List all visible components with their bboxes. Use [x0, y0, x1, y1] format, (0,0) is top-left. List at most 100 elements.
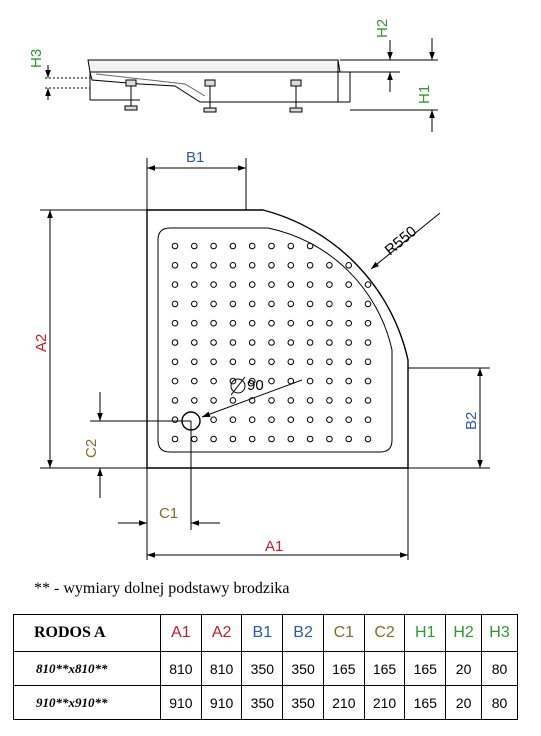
anti-slip-dot — [229, 262, 237, 269]
label-a2: A2 — [33, 334, 50, 352]
anti-slip-dot — [306, 242, 314, 250]
anti-slip-dot — [210, 377, 217, 385]
anti-slip-dot — [210, 416, 217, 424]
anti-slip-dot — [268, 339, 275, 346]
anti-slip-dot — [210, 242, 217, 250]
anti-slip-dot — [364, 416, 372, 424]
table-cell: 80 — [481, 685, 518, 720]
anti-slip-dot — [326, 281, 333, 288]
anti-slip-dot — [191, 262, 198, 269]
table-cell: 810 — [200, 651, 243, 686]
anti-slip-dot — [364, 319, 372, 327]
anti-slip-dot — [171, 262, 179, 269]
anti-slip-dot — [268, 397, 275, 404]
adjustable-feet — [124, 79, 303, 113]
table-row: 910**x910** 910 910 350 350 210 210 165 … — [13, 685, 518, 720]
anti-slip-dot — [248, 319, 256, 327]
label-c1: C1 — [159, 505, 178, 522]
anti-slip-dot — [306, 319, 314, 327]
anti-slip-dot — [210, 397, 217, 404]
anti-slip-dot — [171, 300, 179, 308]
anti-slip-dot — [287, 319, 295, 327]
anti-slip-dot — [171, 281, 179, 288]
anti-slip-dot — [268, 319, 275, 327]
anti-slip-dot — [364, 377, 372, 385]
anti-slip-dot — [364, 300, 372, 308]
anti-slip-dot — [229, 242, 237, 250]
anti-slip-dot — [287, 358, 295, 366]
anti-slip-dot — [287, 262, 295, 269]
anti-slip-dot — [248, 435, 256, 443]
anti-slip-dot — [268, 435, 275, 443]
table-cell: 910 — [200, 685, 243, 720]
row-size: 810**x810** — [13, 651, 161, 686]
header-cell: H3 — [481, 614, 518, 652]
anti-slip-dot — [191, 339, 198, 346]
anti-slip-dot — [210, 281, 217, 288]
anti-slip-dot — [345, 435, 353, 443]
anti-slip-dot — [191, 242, 198, 250]
dimension-b2 — [408, 367, 490, 469]
anti-slip-dot — [345, 358, 353, 366]
anti-slip-dots — [171, 242, 372, 443]
anti-slip-dot — [191, 377, 198, 385]
table-cell: 210 — [363, 685, 406, 720]
anti-slip-dot — [306, 262, 314, 269]
anti-slip-dot — [210, 339, 217, 346]
anti-slip-dot — [171, 339, 179, 346]
anti-slip-dot — [171, 377, 179, 385]
footnote: ** - wymiary dolnej podstawy brodzika — [34, 580, 290, 597]
anti-slip-dot — [268, 262, 275, 269]
anti-slip-dot — [287, 300, 295, 308]
header-cell: A1 — [160, 614, 202, 652]
anti-slip-dot — [268, 377, 275, 385]
anti-slip-dot — [326, 435, 333, 443]
anti-slip-dot — [248, 300, 256, 308]
anti-slip-dot — [364, 339, 372, 346]
table-cell: 165 — [322, 651, 365, 686]
header-cell: B1 — [241, 614, 284, 652]
label-h2: H2 — [374, 19, 391, 38]
anti-slip-dot — [191, 435, 198, 443]
anti-slip-dot — [326, 377, 333, 385]
table-cell: 20 — [445, 685, 483, 720]
anti-slip-dot — [248, 397, 256, 404]
table-row: 810**x810** 810 810 350 350 165 165 165 … — [13, 651, 518, 686]
anti-slip-dot — [210, 262, 217, 269]
anti-slip-dot — [345, 377, 353, 385]
anti-slip-dot — [326, 262, 333, 269]
dimension-h1 — [350, 38, 438, 132]
dimension-h3 — [45, 65, 90, 100]
anti-slip-dot — [287, 339, 295, 346]
model-name: RODOS A — [13, 614, 161, 652]
dimension-c1 — [118, 421, 220, 560]
anti-slip-dot — [268, 281, 275, 288]
anti-slip-dot — [287, 242, 295, 250]
anti-slip-dot — [248, 377, 256, 385]
anti-slip-dot — [326, 358, 333, 366]
table-cell: 910 — [160, 685, 202, 720]
anti-slip-dot — [210, 435, 217, 443]
label-h3: H3 — [28, 49, 45, 68]
label-r550: R550 — [382, 223, 420, 259]
anti-slip-dot — [287, 397, 295, 404]
anti-slip-dot — [364, 397, 372, 404]
table-cell: 810 — [160, 651, 202, 686]
label-c2: C2 — [83, 439, 100, 458]
anti-slip-dot — [326, 300, 333, 308]
table-cell: 20 — [445, 651, 483, 686]
anti-slip-dot — [171, 242, 179, 250]
anti-slip-dot — [268, 300, 275, 308]
table-cell: 350 — [241, 651, 284, 686]
table-cell: 210 — [322, 685, 365, 720]
anti-slip-dot — [229, 397, 237, 404]
anti-slip-dot — [306, 339, 314, 346]
anti-slip-dot — [210, 358, 217, 366]
header-cell: A2 — [200, 614, 243, 652]
anti-slip-dot — [364, 435, 372, 443]
anti-slip-dot — [248, 416, 256, 424]
anti-slip-dot — [171, 435, 179, 443]
anti-slip-dot — [229, 358, 237, 366]
anti-slip-dot — [326, 416, 333, 424]
anti-slip-dot — [229, 300, 237, 308]
